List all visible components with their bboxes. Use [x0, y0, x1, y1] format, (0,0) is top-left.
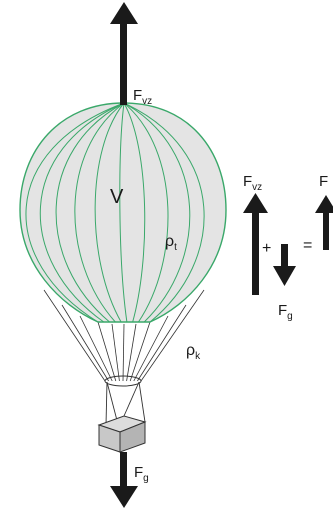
rope-line [122, 323, 125, 382]
lift-force-label: Fvz [133, 87, 152, 107]
gravity-force-label: Fg [134, 464, 149, 484]
gore-line [123, 102, 191, 323]
air-density-label: ρk [186, 342, 201, 362]
rope-line [137, 304, 187, 382]
balloon-envelope [19, 102, 227, 323]
basket-rope-line [105, 381, 108, 426]
envelope-outline [19, 102, 227, 323]
gore-line [123, 102, 146, 323]
side-gravity-arrow-icon [273, 244, 296, 286]
basket [97, 415, 147, 453]
rope-line [79, 315, 113, 382]
rope-line [133, 315, 169, 382]
basket-rope-line [123, 381, 140, 417]
gore-line [123, 102, 169, 323]
gore-line [55, 102, 125, 323]
basket-side-face [119, 421, 146, 453]
side-lift-arrow-icon [243, 193, 268, 295]
gore-line [25, 102, 125, 323]
equals-sign: = [303, 237, 312, 254]
rope-line [140, 289, 205, 382]
gore-line [123, 102, 205, 323]
rope-line [129, 321, 151, 382]
gas-density-label: ρt [165, 233, 177, 253]
gravity-arrow-icon [110, 452, 138, 508]
resultant-force-label: F [319, 173, 328, 190]
rope-line [61, 304, 109, 382]
envelope-gores [25, 102, 205, 323]
burner-ring [104, 375, 142, 387]
resultant-arrow-icon [315, 195, 333, 250]
rope-line [43, 289, 106, 382]
gore-line [119, 102, 128, 323]
rope-line [97, 321, 117, 382]
side-gravity-force-label: Fg [278, 302, 293, 322]
gore-line [74, 102, 125, 323]
volume-label: V [110, 186, 124, 208]
gore-line [94, 102, 125, 323]
plus-sign: + [262, 240, 271, 257]
rope-line [111, 323, 120, 382]
rope-line [126, 323, 137, 382]
gore-line [39, 102, 125, 323]
side-lift-force-label: Fvz [243, 173, 262, 193]
lift-arrow-icon [110, 2, 138, 105]
basket-rope-line [138, 381, 146, 423]
